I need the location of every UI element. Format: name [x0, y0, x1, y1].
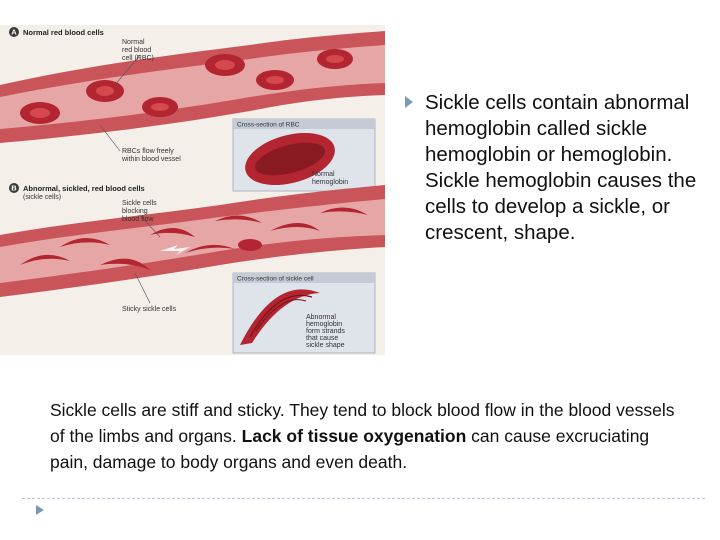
panel-b-block-label-2: blocking [122, 208, 148, 215]
svg-text:Normal hemoglobin: Normal hemoglobin [312, 171, 348, 186]
panel-b-cross-label-3: form strands [306, 328, 345, 335]
body-paragraph: Sickle cells are stiff and sticky. They … [50, 397, 690, 475]
panel-b-vessel-lumen [0, 199, 385, 283]
svg-text:RBCs flow freely within: RBCs flow freely within blood vessel [121, 148, 181, 163]
bullet-text: Sickle cells contain abnormal hemoglobin… [425, 91, 697, 244]
rbc-cell [238, 239, 262, 251]
blocked-flow-arrow [160, 245, 190, 255]
svg-text:Sickle cells blocking: Sickle cells blocking blood flow [122, 200, 159, 223]
panel-b-cross-label-1: Abnormal [306, 314, 336, 321]
sickle-cell [270, 223, 320, 231]
panel-b-cross-label-5: sickle shape [306, 342, 345, 349]
panel-b-cross-section-box [232, 272, 376, 354]
panel-a-title: Normal red blood cells [23, 28, 104, 37]
sickle-cell [20, 254, 70, 265]
panel-a-cross-label-1: Normal [312, 171, 335, 178]
svg-text:Normal red blood c: Normal red blood cell (RBC) [122, 39, 154, 62]
sickle-cell [150, 227, 195, 237]
footer-divider [22, 498, 705, 499]
panel-b-badge: B [11, 184, 17, 193]
panel-b-cross-title: Cross-section of sickle cell [237, 276, 314, 283]
panel-b-cross-label-2: hemoglobin [306, 321, 342, 328]
sickle-cell [215, 215, 262, 223]
panel-b-block-label-3: blood flow [122, 216, 154, 223]
sickle-cell [320, 207, 368, 215]
paragraph-text-start: Sickle cells are stiff and sticky. They … [50, 400, 675, 446]
panel-b-sticky-label: Sticky sickle cells [122, 306, 177, 313]
panel-b-subtitle: (sickle cells) [23, 194, 61, 201]
panel-a-badge-circle [9, 27, 19, 37]
figure-illustration: A Normal red blood cells Normal red bloo… [0, 27, 385, 354]
panel-a-flow-label-1: RBCs flow freely [122, 148, 174, 155]
sickle-cell [100, 258, 150, 270]
panel-a-rbc-label-3: cell (RBC) [122, 55, 154, 62]
panel-b-cross-label-4: that cause [306, 335, 338, 342]
panel-a-cross-title: Cross-section of RBC [237, 122, 300, 129]
panel-b-title: Abnormal, sickled, red blood cells [23, 184, 145, 193]
footer-arrow-icon [36, 505, 44, 515]
bullet-arrow-icon [405, 96, 413, 108]
panel-b-block-label-1: Sickle cells [122, 200, 157, 207]
panel-a-badge: A [11, 28, 17, 37]
panel-a-rbc-label-2: red blood [122, 47, 151, 54]
sickle-cell-figure: A Normal red blood cells Normal red bloo… [0, 25, 385, 355]
sickle-cell [60, 237, 110, 247]
sickle-cell [185, 244, 235, 253]
panel-a-cross-label-2: hemoglobin [312, 179, 348, 186]
svg-text:Abnormal hemoglobin: Abnormal hemoglobin form strands that ca… [306, 314, 347, 349]
paragraph-bold-text: Lack of tissue oxygenation [241, 426, 467, 446]
panel-a-rbc-label-1: Normal [122, 39, 145, 46]
panel-a-vessel-lumen [0, 45, 385, 129]
sickle-cross-section [240, 289, 320, 345]
panel-a-flow-label-2: within blood vessel [121, 156, 181, 163]
paragraph-text-end: can cause excruciating pain, damage to b… [50, 426, 650, 472]
panel-b-badge-circle [9, 183, 19, 193]
